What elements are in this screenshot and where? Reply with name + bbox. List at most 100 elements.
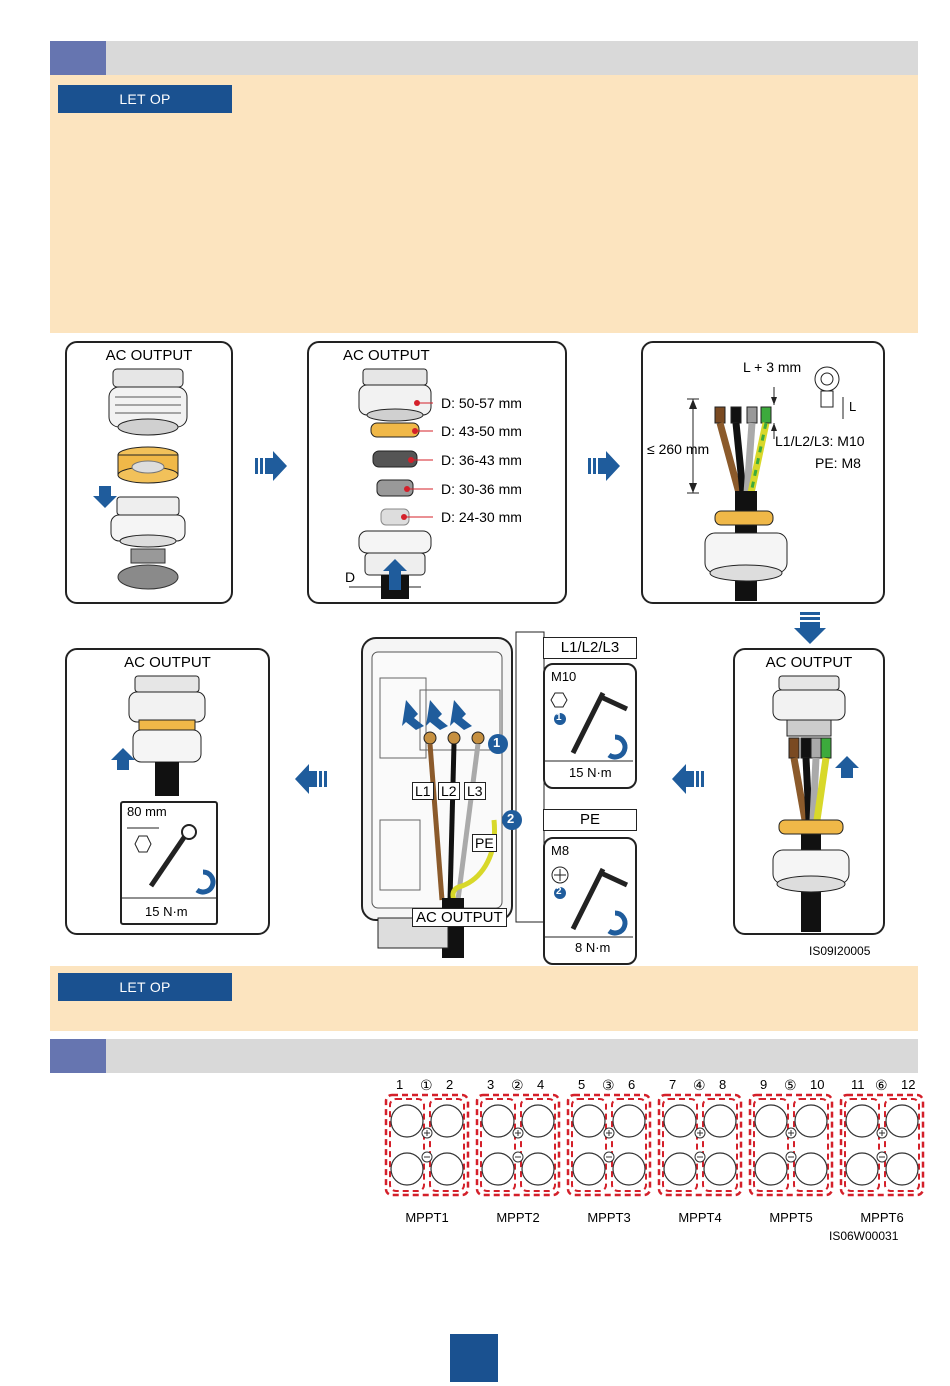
mppt-index: ⑥ [875,1077,888,1093]
terminal-number-left: 9 [760,1077,768,1092]
figure-id: IS09I20005 [809,944,871,958]
l-label: L [849,399,857,414]
terminal-number-right: 10 [810,1077,825,1092]
terminal-number-left: 7 [669,1077,677,1092]
panel-seal-sizes: AC OUTPUT D: 50-57 mm D: 43-50 mm D: 36-… [307,341,567,604]
step-marker: 2 [556,886,562,897]
mppt-label: MPPT5 [769,1210,813,1225]
panel-title: AC OUTPUT [105,347,193,364]
section-header [50,41,918,75]
step-1-marker: 1 [493,735,501,750]
socket-wrench-icon [543,866,633,938]
note-box: LET OP [50,75,918,333]
arrow-left-icon [295,764,327,794]
gland-assembled-illustration [111,675,218,925]
connector-pair-icon [657,1093,743,1197]
seal-dim-1: D: 50-57 mm [441,395,522,411]
note-label: LET OP [58,973,232,1001]
terminal-number-left: 1 [396,1077,404,1092]
connector-pair-icon [475,1093,561,1197]
tool-box-line: L1/L2/L3 M10 1 15 N·m [543,637,637,789]
tool-box-frame [543,837,637,965]
mppt-label: MPPT4 [678,1210,722,1225]
torque-label: 15 N·m [569,765,612,780]
note-box: LET OP [50,966,918,1031]
arrow-right-icon [588,451,620,481]
terminal-number-left: 3 [487,1077,495,1092]
section-number [50,41,106,75]
arrow-right-icon [255,451,287,481]
gland-exploded-illustration [93,368,188,590]
figure-id: IS06W00031 [829,1229,899,1243]
mppt-index: ① [420,1077,433,1093]
terminal-l2: L2 [438,782,460,800]
bolt-size-pe: PE: M8 [815,455,861,471]
diameter-label: D [345,569,356,585]
ac-output-label: AC OUTPUT [412,908,507,927]
terminal-number-left: 5 [578,1077,586,1092]
page-number [450,1334,498,1382]
torque-label: 8 N·m [575,940,611,955]
panel-title: AC OUTPUT [765,654,853,671]
mppt-index: ④ [693,1077,706,1093]
terminal-number-right: 4 [537,1077,545,1092]
panel-cable-strip: L + 3 mm L ≤ 260 mm L1/L2/L3: M10 PE: M8 [641,341,885,604]
panel-title: AC OUTPUT [343,347,430,364]
bolt-size-l: L1/L2/L3: M10 [775,433,865,449]
connector-pair-icon [566,1093,652,1197]
connector-pair-icon [839,1093,925,1197]
terminal-number-right: 6 [628,1077,636,1092]
step-marker: 1 [556,712,562,723]
note-label: LET OP [58,85,232,113]
mppt-label: MPPT1 [405,1210,449,1225]
arrow-left-icon [672,764,704,794]
wrench-size: 80 mm [127,804,167,819]
panel-insert-cable: AC OUTPUT [733,648,885,935]
seal-dim-5: D: 24-30 mm [441,509,522,525]
torque-label: 15 N·m [145,904,188,919]
connector-pair-icon [384,1093,470,1197]
bolt-size: M10 [551,669,577,684]
inverter-wiring-illustration: 1 2 L1 L2 L3 PE AC OUTPUT [358,630,648,964]
strip-length-label: L + 3 mm [743,359,802,375]
terminal-number-right: 8 [719,1077,727,1092]
section-number [50,1039,106,1073]
seal-dim-3: D: 36-43 mm [441,452,522,468]
socket-wrench-icon [543,691,633,762]
cable-insert-illustration [772,675,859,932]
terminal-number-left: 11 [851,1077,865,1092]
terminal-l3: L3 [464,782,486,800]
mppt-label: MPPT2 [496,1210,540,1225]
section-header [50,1039,918,1073]
mppt-label: MPPT6 [860,1210,904,1225]
terminal-l1: L1 [412,782,434,800]
seal-size-illustration [349,368,433,599]
cable-strip-illustration [687,366,844,601]
arrow-down-icon [794,612,826,644]
seal-dim-4: D: 30-36 mm [441,481,522,497]
tool-box-title: L1/L2/L3 [543,637,637,659]
panel-disassemble-gland: AC OUTPUT [65,341,233,604]
bolt-size: M8 [551,843,570,858]
tool-box-pe: PE M8 2 8 N·m [543,809,637,965]
cable-length-label: ≤ 260 mm [647,441,710,457]
terminal-number-right: 12 [901,1077,916,1092]
tool-box-frame [543,663,637,789]
seal-dim-2: D: 43-50 mm [441,423,522,439]
tool-box-title: PE [543,809,637,831]
panel-tighten-gland: AC OUTPUT 80 mm 15 N·m [65,648,270,935]
mppt-index: ③ [602,1077,615,1093]
mppt-label: MPPT3 [587,1210,631,1225]
terminal-pe: PE [472,834,497,852]
step-2-marker: 2 [507,811,515,826]
mppt-index: ② [511,1077,524,1093]
panel-title: AC OUTPUT [124,654,211,671]
mppt-index: ⑤ [784,1077,797,1093]
